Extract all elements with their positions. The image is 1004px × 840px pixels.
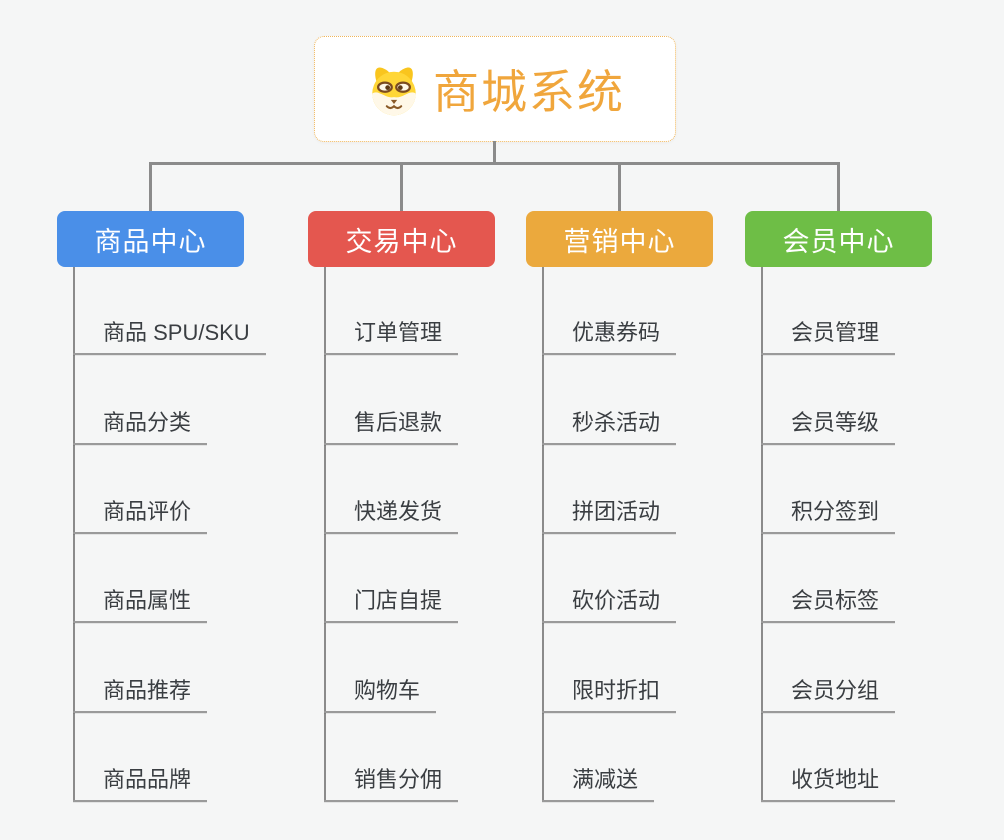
topic-label: 商品评价 (103, 499, 192, 524)
branch-label: 营销中心 (563, 226, 676, 257)
topic-marketing-center-3[interactable]: 拼团活动 (542, 497, 677, 534)
topic-marketing-center-6[interactable]: 满减送 (542, 765, 655, 802)
topic-label: 售后退款 (354, 410, 443, 435)
topic-label: 门店自提 (354, 588, 443, 613)
topic-label: 订单管理 (354, 320, 443, 345)
topic-product-center-2[interactable]: 商品分类 (73, 408, 208, 445)
branch-label: 会员中心 (782, 226, 895, 257)
topic-label: 销售分佣 (354, 767, 443, 792)
connector-root-drop (493, 141, 496, 164)
root-title: 商城系统 (433, 66, 625, 118)
connector-drop-member-center (837, 162, 840, 211)
topic-label: 会员管理 (791, 320, 880, 345)
topic-trade-center-6[interactable]: 销售分佣 (324, 765, 459, 802)
topic-marketing-center-1[interactable]: 优惠券码 (542, 318, 677, 355)
connector-column-product-center (73, 267, 75, 802)
topic-marketing-center-4[interactable]: 砍价活动 (542, 586, 677, 623)
topic-label: 快递发货 (354, 499, 443, 524)
topic-label: 砍价活动 (572, 588, 661, 613)
topic-label: 会员分组 (791, 678, 880, 703)
connector-drop-marketing-center (618, 162, 621, 211)
branch-label: 商品中心 (94, 226, 207, 257)
topic-label: 商品属性 (103, 588, 192, 613)
topic-label: 限时折扣 (572, 678, 661, 703)
topic-label: 优惠券码 (572, 320, 661, 345)
topic-label: 会员标签 (791, 588, 880, 613)
branch-node-marketing-center[interactable]: 营销中心 (526, 211, 713, 267)
topic-member-center-5[interactable]: 会员分组 (761, 676, 896, 713)
topic-label: 满减送 (572, 767, 639, 792)
dog-face-icon (372, 67, 416, 116)
topic-product-center-6[interactable]: 商品品牌 (73, 765, 208, 802)
branch-node-member-center[interactable]: 会员中心 (745, 211, 932, 267)
connector-drop-product-center (149, 162, 152, 211)
branch-node-trade-center[interactable]: 交易中心 (308, 211, 495, 267)
branch-node-product-center[interactable]: 商品中心 (57, 211, 244, 267)
topic-trade-center-1[interactable]: 订单管理 (324, 318, 459, 355)
topic-marketing-center-5[interactable]: 限时折扣 (542, 676, 677, 713)
connector-column-marketing-center (542, 267, 544, 802)
topic-member-center-1[interactable]: 会员管理 (761, 318, 896, 355)
connector-column-trade-center (324, 267, 326, 802)
topic-label: 商品品牌 (103, 767, 192, 792)
connector-column-member-center (761, 267, 763, 802)
connector-drop-trade-center (400, 162, 403, 211)
topic-member-center-3[interactable]: 积分签到 (761, 497, 896, 534)
topic-label: 收货地址 (791, 767, 880, 792)
branch-label: 交易中心 (345, 226, 458, 257)
topic-product-center-3[interactable]: 商品评价 (73, 497, 208, 534)
topic-label: 会员等级 (791, 410, 880, 435)
topic-trade-center-4[interactable]: 门店自提 (324, 586, 459, 623)
root-node[interactable]: 商城系统 (314, 36, 676, 142)
topic-label: 商品 SPU/SKU (103, 320, 250, 345)
topic-trade-center-2[interactable]: 售后退款 (324, 408, 459, 445)
topic-trade-center-3[interactable]: 快递发货 (324, 497, 459, 534)
topic-product-center-1[interactable]: 商品 SPU/SKU (73, 318, 266, 355)
connector-horizontal (149, 162, 840, 165)
topic-member-center-2[interactable]: 会员等级 (761, 408, 896, 445)
topic-trade-center-5[interactable]: 购物车 (324, 676, 437, 713)
topic-label: 购物车 (354, 678, 421, 703)
topic-marketing-center-2[interactable]: 秒杀活动 (542, 408, 677, 445)
topic-label: 商品推荐 (103, 678, 192, 703)
topic-label: 拼团活动 (572, 499, 661, 524)
topic-product-center-5[interactable]: 商品推荐 (73, 676, 208, 713)
topic-member-center-6[interactable]: 收货地址 (761, 765, 896, 802)
topic-label: 商品分类 (103, 410, 192, 435)
topic-label: 秒杀活动 (572, 410, 661, 435)
topic-product-center-4[interactable]: 商品属性 (73, 586, 208, 623)
topic-label: 积分签到 (791, 499, 880, 524)
topic-member-center-4[interactable]: 会员标签 (761, 586, 896, 623)
